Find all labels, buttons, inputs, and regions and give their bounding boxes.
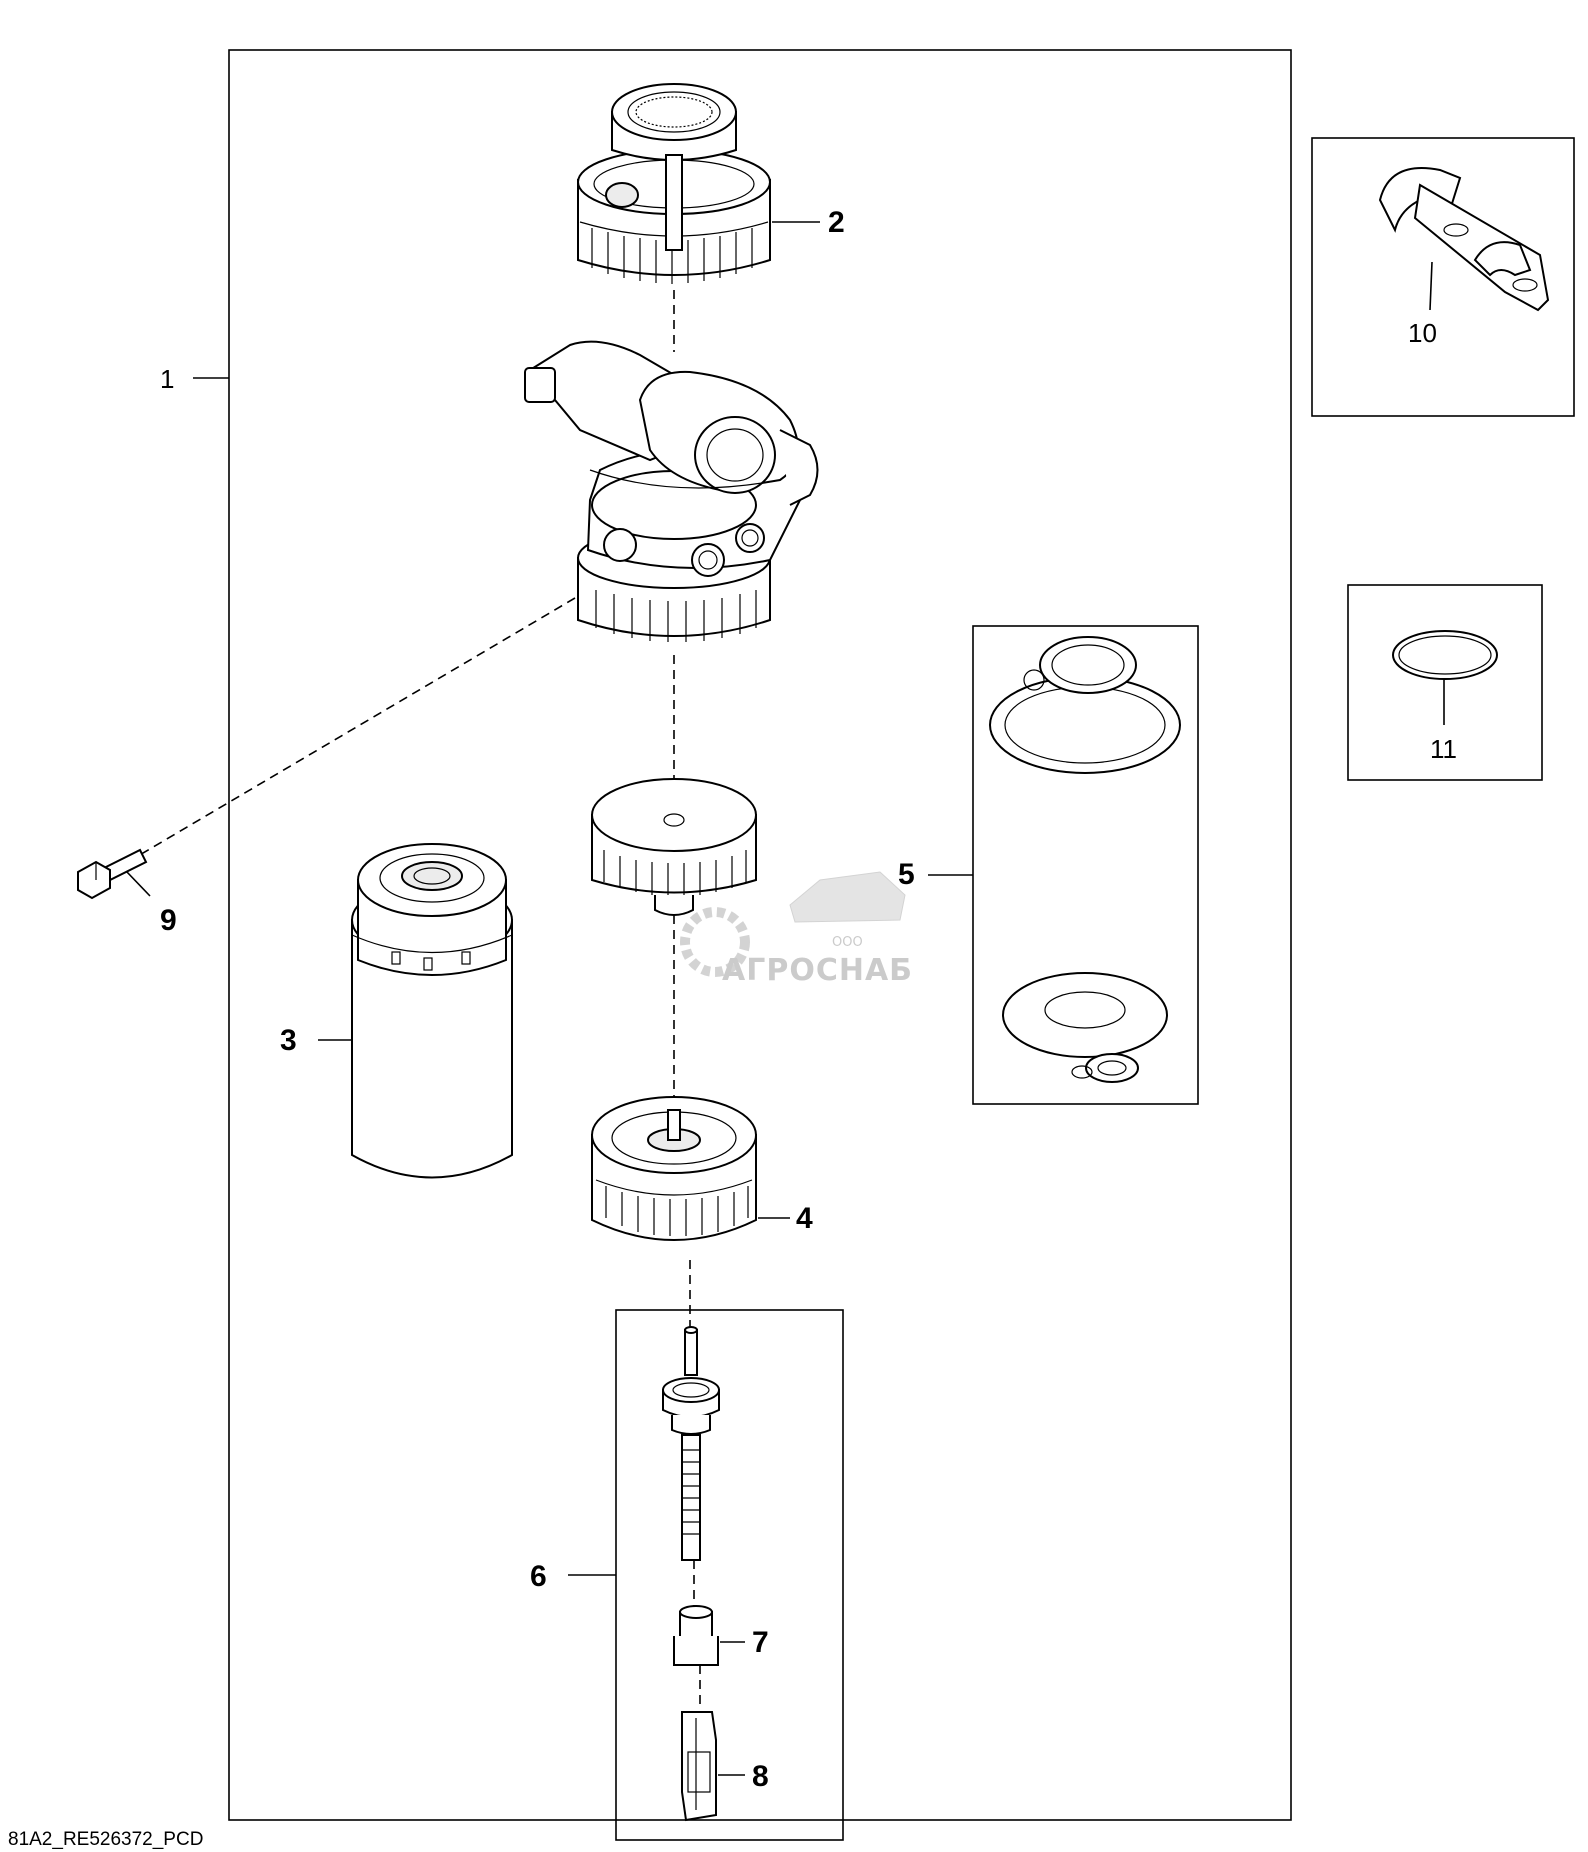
watermark-logo: ООО АГРОСНАБ	[680, 871, 913, 988]
callout-6: 6	[530, 1560, 547, 1593]
watermark-prefix: ООО	[832, 935, 863, 950]
callout-8: 8	[752, 1760, 769, 1793]
callout-10: 10	[1408, 318, 1437, 348]
callout-4: 4	[796, 1202, 813, 1235]
part-10-clamp	[1378, 167, 1550, 312]
callout-7: 7	[752, 1626, 769, 1659]
part-6-drain-valve	[662, 1326, 720, 1561]
part-filter-insert	[591, 778, 757, 916]
watermark-brand: АГРОСНАБ	[722, 953, 913, 988]
part-box-10	[1311, 137, 1575, 417]
kit-box-5	[972, 625, 1199, 1105]
assembly-axis	[137, 290, 701, 1710]
part-1-filter-head	[524, 340, 819, 642]
part-4-bowl	[591, 1096, 757, 1241]
assembly-frame	[228, 49, 1292, 1821]
part-5-seal-kit	[989, 636, 1181, 1083]
part-8-connector	[681, 1711, 717, 1822]
part-3-filter-element	[351, 843, 513, 1179]
callout-11: 11	[1430, 734, 1457, 764]
callout-2: 2	[828, 206, 845, 239]
part-11-o-ring	[1392, 630, 1498, 680]
callout-3: 3	[280, 1024, 297, 1057]
callout-9: 9	[160, 904, 177, 937]
part-7-sensor	[673, 1605, 719, 1666]
callout-5: 5	[898, 858, 915, 891]
kit-box-6	[615, 1309, 844, 1841]
callout-1: 1	[160, 364, 174, 394]
leader-lines	[126, 221, 1445, 1776]
part-box-11	[1347, 584, 1543, 781]
part-2-filter-cap	[577, 83, 771, 284]
drawing-id: 81A2_RE526372_PCD	[8, 1829, 203, 1850]
part-9-bolt	[77, 848, 148, 900]
